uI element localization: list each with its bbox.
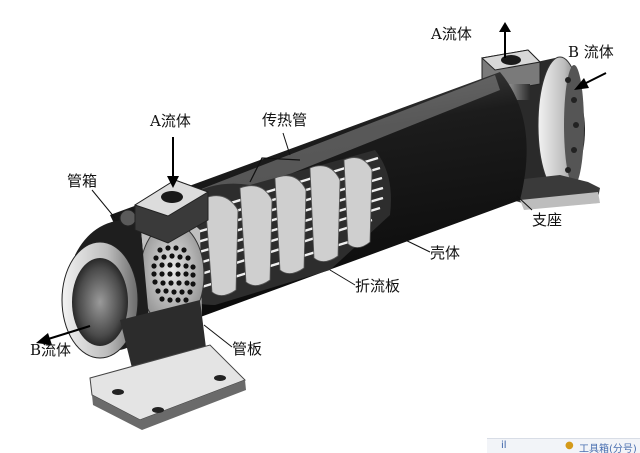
arrow-a-fluid-top-out <box>499 22 511 58</box>
right-support <box>512 175 600 210</box>
label-a-fluid-left: A流体 <box>150 112 191 130</box>
leader-tube-sheet <box>203 324 233 348</box>
left-support <box>89 300 246 430</box>
tube-sheet-holes <box>151 245 196 303</box>
left-top-nozzle <box>133 179 210 244</box>
watermark-text: 工具箱(分号) <box>579 444 637 453</box>
label-tube-box: 管箱 <box>67 172 98 190</box>
arrow-a-fluid-left-in <box>167 137 179 188</box>
label-shell: 壳体 <box>430 244 461 262</box>
leader-tube-box <box>91 189 116 219</box>
arrow-b-fluid-top-in <box>574 72 607 90</box>
watermark-bar: il ● 工具箱(分号) <box>487 438 640 453</box>
leader-support <box>516 195 533 211</box>
label-b-fluid-top: B 流体 <box>568 43 614 61</box>
leader-baffle <box>329 269 356 286</box>
label-baffle: 折流板 <box>355 277 401 295</box>
cutaway-section <box>150 150 391 305</box>
arrow-b-fluid-left-out <box>36 325 91 345</box>
label-support: 支座 <box>532 211 563 229</box>
toolbar-icon: il <box>501 440 507 451</box>
label-a-fluid-top: A流体 <box>431 25 472 43</box>
label-b-fluid-left: B流体 <box>30 341 72 359</box>
info-badge-icon: ● <box>565 440 574 451</box>
label-tube-sheet: 管板 <box>232 340 263 358</box>
leader-shell <box>394 234 431 253</box>
label-heat-tube: 传热管 <box>262 111 308 129</box>
leader-heat-tube <box>282 132 291 156</box>
